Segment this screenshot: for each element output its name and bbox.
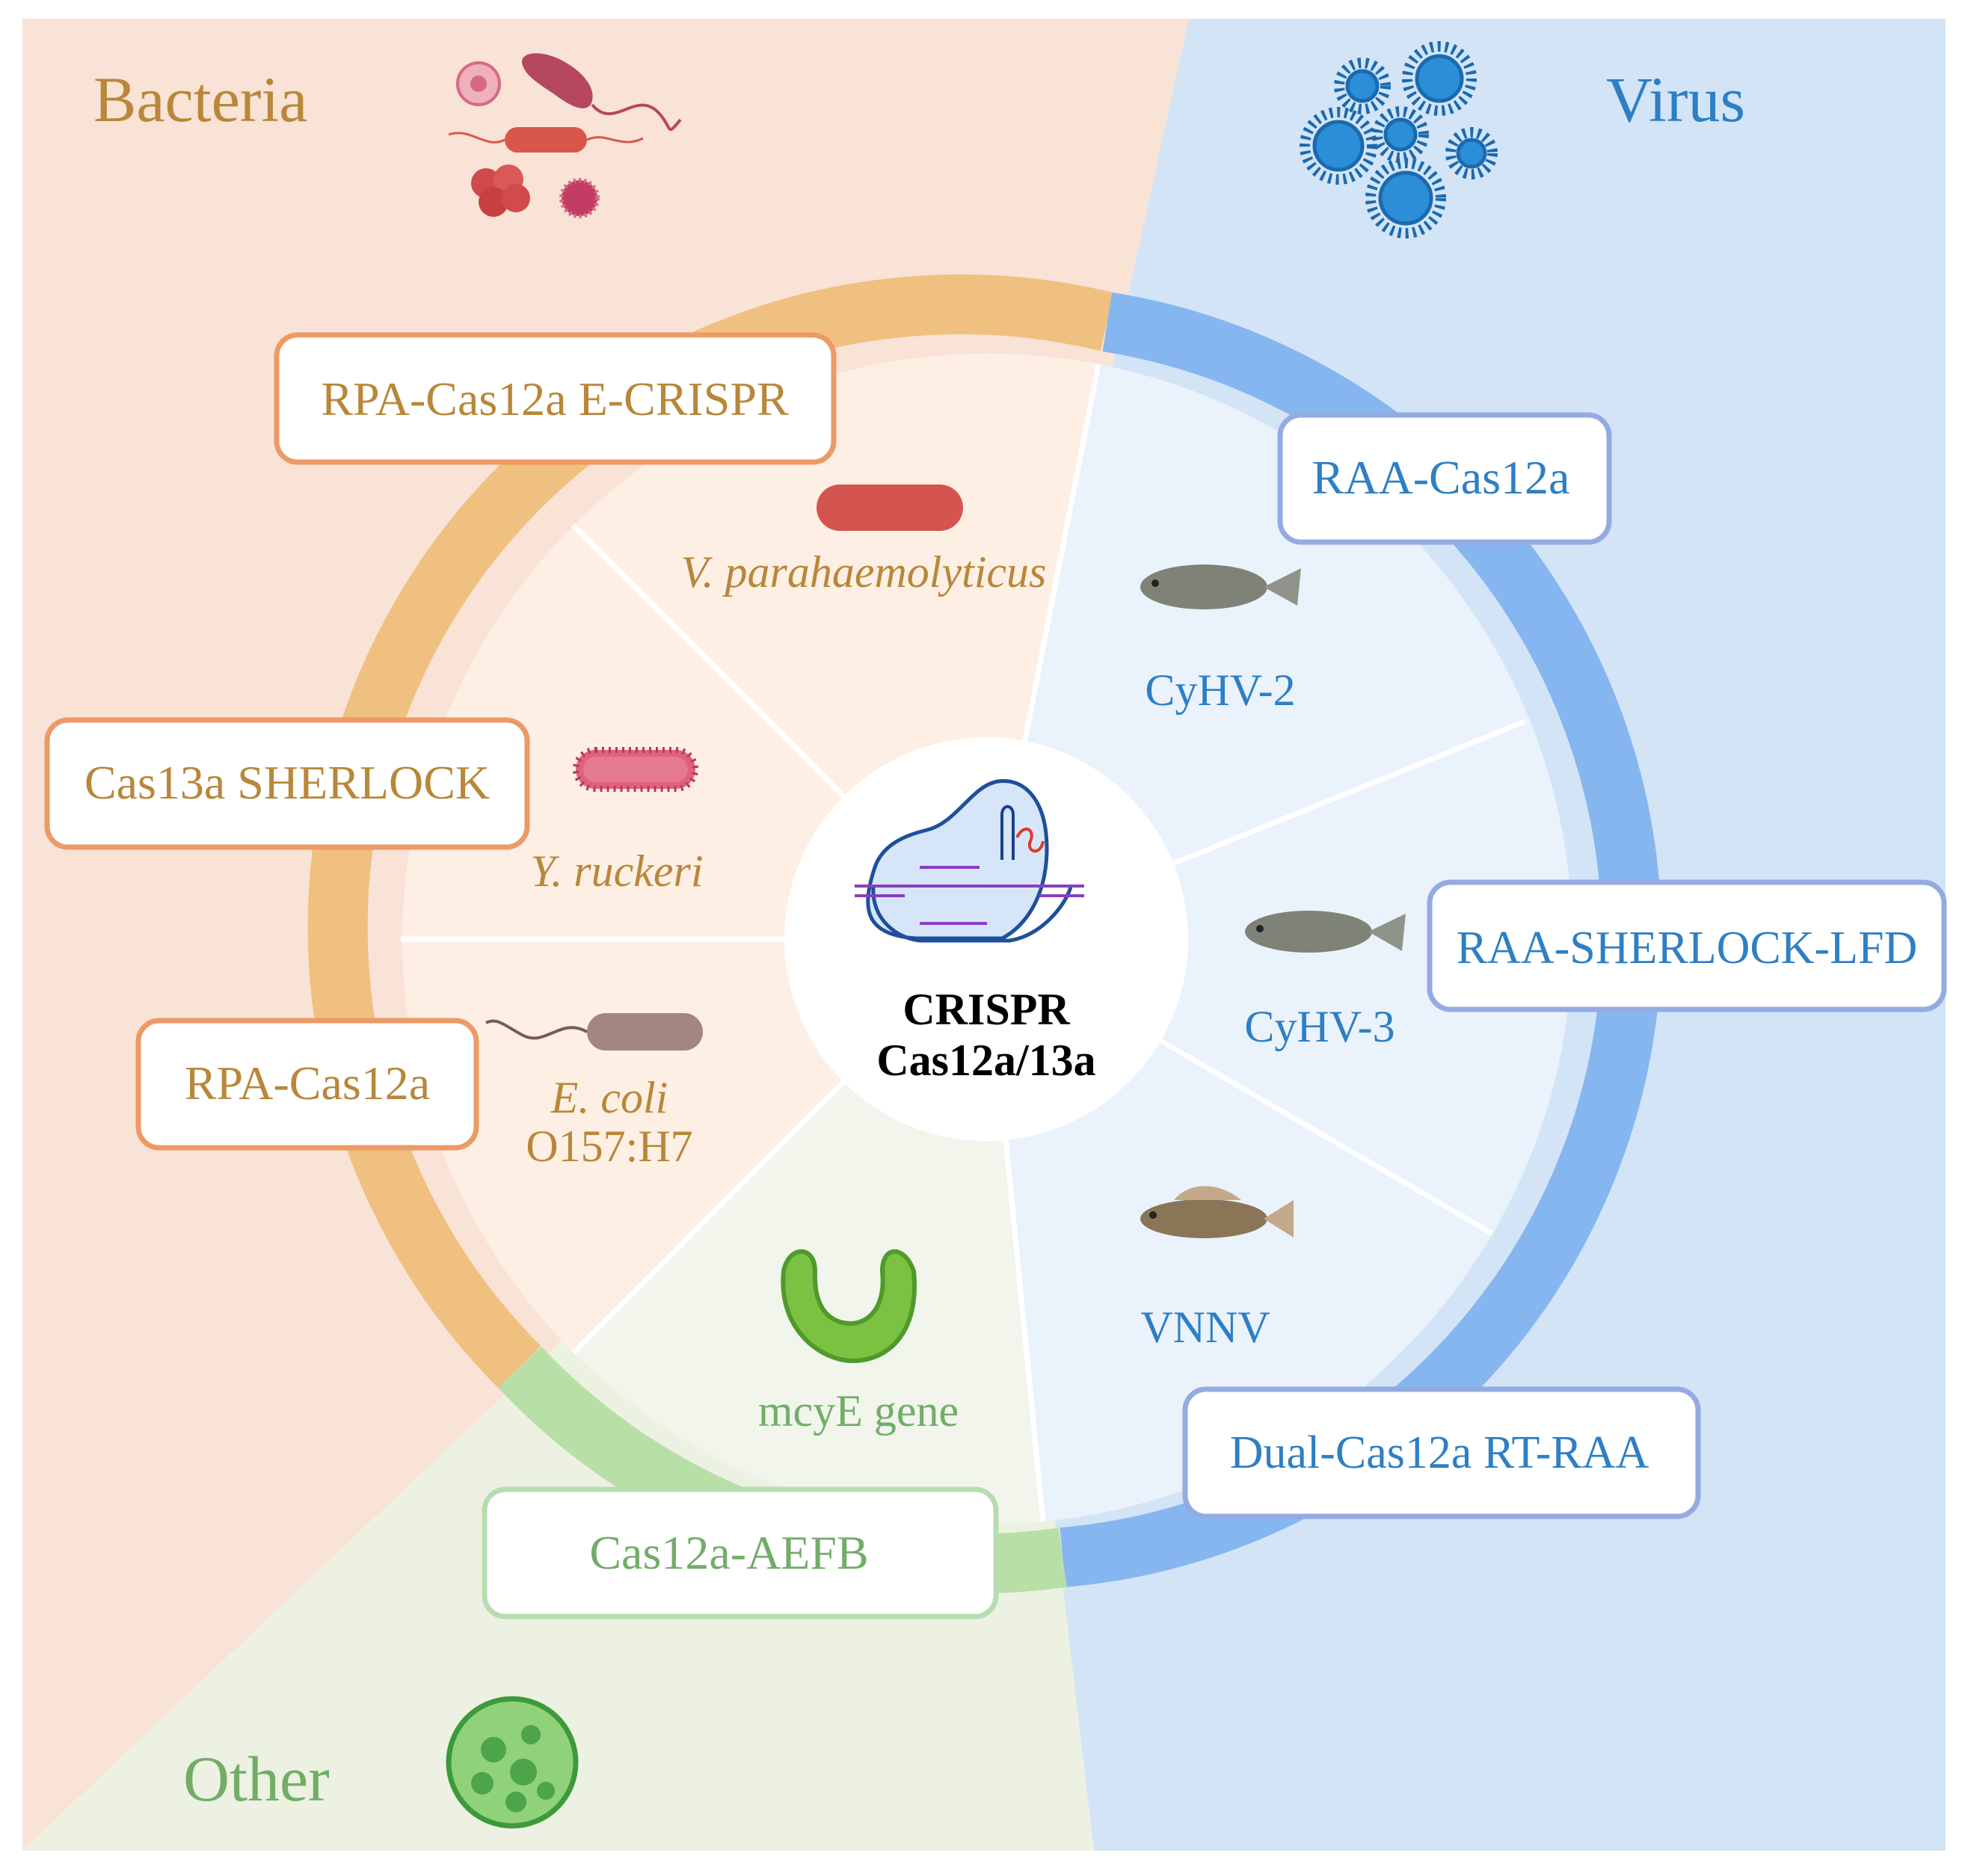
method-label: RAA-Cas12a bbox=[1312, 451, 1570, 504]
virus-cluster-icon bbox=[1300, 41, 1498, 239]
target-yersinia-ruckeri: Y. ruckeri bbox=[530, 846, 703, 896]
target-cyhv2: CyHV-2 bbox=[1145, 665, 1295, 715]
algae-cell-icon bbox=[446, 1696, 579, 1829]
method-box-rpa-cas12a: RPA-Cas12a bbox=[135, 1018, 479, 1151]
method-label: RAA-SHERLOCK-LFD bbox=[1457, 923, 1918, 974]
method-box-aefb: Cas12a-AEFB bbox=[482, 1486, 999, 1620]
method-label: Cas12a-AEFB bbox=[589, 1526, 868, 1579]
target-cyhv3: CyHV-3 bbox=[1244, 1002, 1394, 1051]
target-ecoli-serotype: O157:H7 bbox=[526, 1122, 692, 1171]
center-label-line2: Cas12a/13a bbox=[876, 1036, 1095, 1085]
center-label-line1: CRISPR bbox=[902, 985, 1070, 1034]
method-label: Dual-Cas12a RT-RAA bbox=[1230, 1427, 1649, 1478]
target-vibrio-parahaemolyticus: V. parahaemolyticus bbox=[681, 547, 1047, 597]
method-label: RPA-Cas12a bbox=[185, 1057, 430, 1110]
method-box-sherlock: Cas13a SHERLOCK bbox=[44, 717, 530, 850]
section-title-virus: Virus bbox=[1606, 64, 1745, 135]
goby-fish-icon bbox=[1140, 1186, 1294, 1238]
method-label: RPA-Cas12a E-CRISPR bbox=[321, 372, 789, 425]
flagellated-bacterium-icon bbox=[485, 1013, 703, 1051]
spiky-bacterium-icon bbox=[573, 747, 698, 792]
section-title-bacteria: Bacteria bbox=[93, 64, 307, 135]
fish-icon bbox=[1245, 911, 1406, 953]
section-title-other: Other bbox=[183, 1743, 330, 1815]
fish-icon bbox=[1140, 565, 1301, 609]
rod-bacterium-icon bbox=[817, 485, 963, 531]
target-vnnv: VNNV bbox=[1140, 1303, 1270, 1352]
bacteria-segment bbox=[402, 353, 1098, 1353]
target-mcye-gene: mcyE gene bbox=[758, 1386, 959, 1436]
bacteria-cluster-icon bbox=[448, 53, 682, 218]
crescent-cyanobacterium-icon bbox=[781, 1249, 917, 1364]
method-box-raa-sherlock-lfd: RAA-SHERLOCK-LFD bbox=[1427, 879, 1947, 1012]
bacteria-ring-arc bbox=[307, 274, 1115, 1388]
target-ecoli-species: E. coli bbox=[550, 1073, 668, 1122]
method-box-raa-cas12a: RAA-Cas12a bbox=[1277, 412, 1612, 545]
crispr-complex-icon bbox=[855, 778, 1084, 943]
method-label: Cas13a SHERLOCK bbox=[84, 756, 490, 809]
method-box-dual-cas12a: Dual-Cas12a RT-RAA bbox=[1182, 1386, 1701, 1519]
center-hub: CRISPR Cas12a/13a bbox=[784, 737, 1188, 1141]
method-box-rpa-ecrispr: RPA-Cas12a E-CRISPR bbox=[274, 332, 837, 465]
